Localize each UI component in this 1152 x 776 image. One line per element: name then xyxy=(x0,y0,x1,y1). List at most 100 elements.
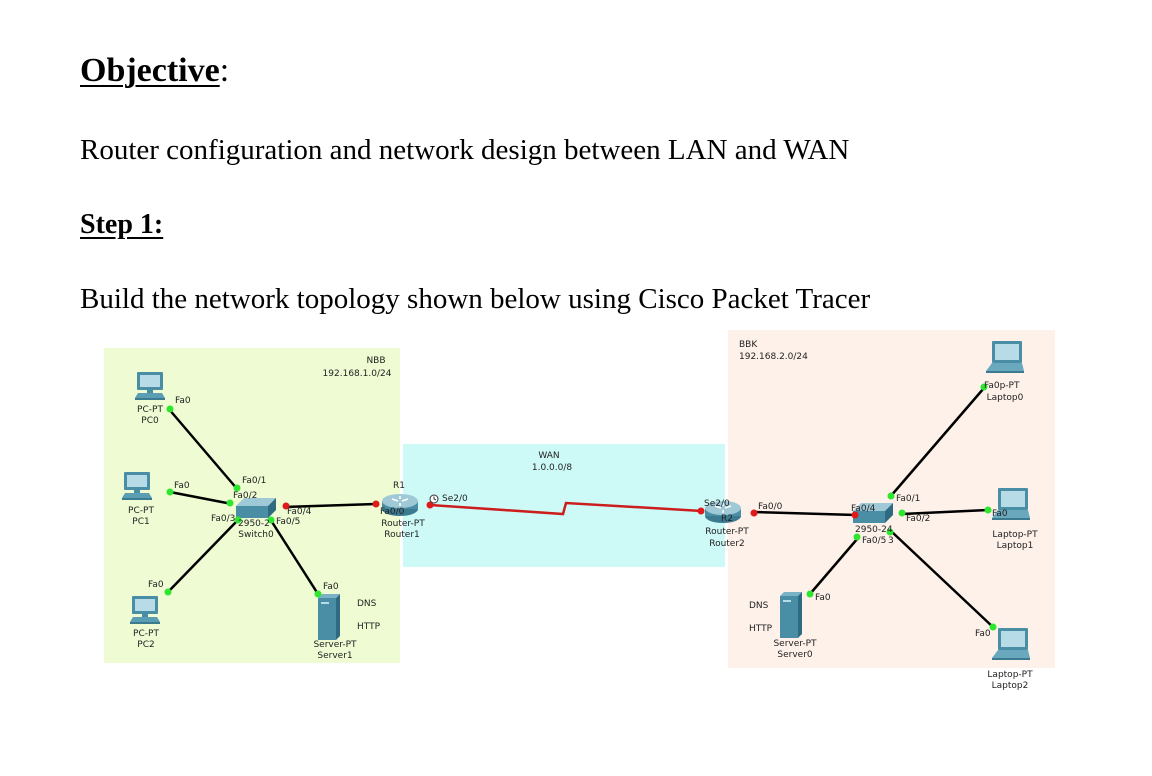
laptop2-type-label: Laptop-PT xyxy=(987,670,1033,680)
laptop2-name-label: Laptop2 xyxy=(991,681,1029,691)
switch0-name-label: Switch0 xyxy=(238,530,274,540)
port-dot-laptop2-fa0 xyxy=(989,623,997,631)
objective-text: Router configuration and network design … xyxy=(80,134,850,166)
port-dot-router1-se2-0 xyxy=(426,501,434,509)
port-dot-switch0-fa0-2 xyxy=(226,499,234,507)
link-pc1-switch0 xyxy=(169,490,233,506)
zone-nbb-network: 192.168.1.0/24 xyxy=(322,369,392,379)
link-pc2-switch0 xyxy=(167,521,237,593)
laptop1-port-label: Fa0 xyxy=(992,509,1008,519)
zone-wan xyxy=(403,444,725,567)
link-switch1-laptop2 xyxy=(891,531,995,629)
port-dot-laptop1-fa0 xyxy=(984,506,992,514)
port-dot-switch0-fa0-3 xyxy=(234,516,242,524)
router2-port-se2-0: Se2/0 xyxy=(704,499,730,509)
switch0-model-label: 2950-2 xyxy=(238,519,270,529)
objective-heading: Objective: xyxy=(80,52,229,90)
server0-port-label: Fa0 xyxy=(815,593,831,603)
step-text: Build the network topology shown below u… xyxy=(80,283,871,315)
server1-type-label: Server-PT xyxy=(313,640,357,650)
server0-type-label: Server-PT xyxy=(773,639,817,649)
port-dot-pc1-fa0 xyxy=(166,488,174,496)
switch0-port-fa0-2: Fa0/2 xyxy=(233,491,258,501)
pc1-type-label: PC-PT xyxy=(128,506,154,516)
server0-icon[interactable] xyxy=(780,592,802,638)
switch0-port-fa0-1: Fa0/1 xyxy=(242,476,267,486)
laptop2-icon[interactable] xyxy=(992,628,1030,660)
step-heading-text: Step 1: xyxy=(80,209,164,240)
laptop1-name-label: Laptop1 xyxy=(996,541,1034,551)
switch0-port-fa0-5: Fa0/5 xyxy=(276,517,301,527)
server1-icon[interactable] xyxy=(318,594,340,640)
switch1-port-fa0-4: Fa0/4 xyxy=(851,504,876,514)
pc2-port-label: Fa0 xyxy=(148,580,164,590)
server0-service-dns: DNS xyxy=(749,601,769,611)
objective-heading-colon: : xyxy=(219,52,230,89)
pc2-name-label: PC2 xyxy=(137,640,155,650)
pc0-name-label: PC0 xyxy=(141,416,159,426)
port-dot-switch1-fa0-3 xyxy=(886,528,894,536)
server1-service-http: HTTP xyxy=(357,622,381,632)
step-heading: Step 1: xyxy=(80,209,163,241)
zone-wan-network: 1.0.0.0/8 xyxy=(531,463,573,473)
link-server1-switch0 xyxy=(270,521,320,595)
pc0-icon[interactable] xyxy=(135,372,165,400)
port-dot-router2-fa0-0 xyxy=(750,509,758,517)
switch0-port-fa0-4: Fa0/4 xyxy=(287,507,312,517)
laptop2-port-label: Fa0 xyxy=(975,629,991,639)
pc0-type-label: PC-PT xyxy=(137,405,163,415)
router2-type-label: Router-PT xyxy=(705,527,749,537)
port-dot-switch0-fa0-4 xyxy=(282,502,290,510)
objective-heading-text: Objective xyxy=(80,52,220,89)
link-serial-router1-router2 xyxy=(429,501,703,516)
router1-name-label: Router1 xyxy=(384,530,420,540)
pc1-name-label: PC1 xyxy=(132,517,150,527)
server1-name-label: Server1 xyxy=(317,651,353,661)
router1-port-fa0-0: Fa0/0 xyxy=(380,507,405,517)
laptop0-port-type-label: Fa0p-PT xyxy=(984,381,1020,391)
port-dot-server1-fa0 xyxy=(314,590,322,598)
server1-service-dns: DNS xyxy=(357,599,377,609)
pc1-port-label: Fa0 xyxy=(174,481,190,491)
port-status-dots xyxy=(164,383,997,631)
link-switch0-router1 xyxy=(283,502,377,509)
router2-tag-label: R2 xyxy=(721,514,733,524)
server1-port-label: Fa0 xyxy=(323,582,339,592)
link-pc0-switch0 xyxy=(167,407,239,491)
switch1-port-fa0-2: Fa0/2 xyxy=(906,514,931,524)
link-switch1-server0 xyxy=(809,537,859,595)
switch1-model-label: 2950-24 xyxy=(855,525,893,535)
laptop0-icon[interactable] xyxy=(986,341,1024,373)
port-dot-switch1-fa0-2 xyxy=(898,509,906,517)
router1-port-se2-0: Se2/0 xyxy=(442,494,468,504)
zone-bbk-name: BBK xyxy=(739,340,758,350)
port-dot-pc2-fa0 xyxy=(164,588,172,596)
switch0-port-fa0-3: Fa0/3 xyxy=(211,514,236,524)
zone-nbb-name: NBB xyxy=(366,356,386,366)
link-router2-switch1 xyxy=(753,510,857,517)
zone-bbk-network: 192.168.2.0/24 xyxy=(739,352,808,362)
zone-wan-name: WAN xyxy=(538,451,560,461)
pc0-port-label: Fa0 xyxy=(175,396,191,406)
pc2-icon[interactable] xyxy=(130,596,160,624)
link-switch1-laptop0 xyxy=(889,387,985,498)
port-dot-switch0-fa0-5 xyxy=(267,516,275,524)
server0-name-label: Server0 xyxy=(777,650,813,660)
switch1-port-fa0-5: Fa0/5 xyxy=(862,536,887,546)
router1-tag-label: R1 xyxy=(393,481,405,491)
port-dot-switch1-fa0-4 xyxy=(851,511,859,519)
pc1-icon[interactable] xyxy=(122,472,152,500)
port-dot-switch1-fa0-1 xyxy=(887,492,895,500)
port-dot-switch1-fa0-5 xyxy=(853,533,861,541)
port-dot-pc0-fa0 xyxy=(166,405,174,413)
port-dot-switch0-fa0-1 xyxy=(233,484,241,492)
port-dot-laptop0-fa0 xyxy=(980,383,988,391)
router2-name-label: Router2 xyxy=(709,539,745,549)
port-dot-server0-fa0 xyxy=(806,590,814,598)
link-switch1-laptop1 xyxy=(901,508,989,516)
switch1-name-fragment: 3 xyxy=(888,536,894,546)
pc2-type-label: PC-PT xyxy=(133,629,159,639)
router2-port-fa0-0: Fa0/0 xyxy=(758,502,783,512)
